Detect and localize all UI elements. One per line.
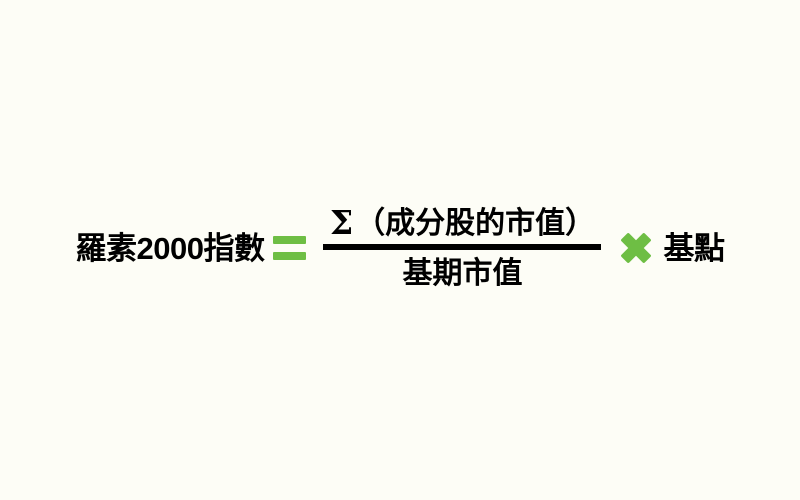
fraction-numerator: Σ （成分股的市值）	[330, 205, 595, 244]
fraction-denominator: 基期市值	[402, 257, 523, 290]
left-term-label: 羅素2000指數	[75, 230, 265, 266]
equals-sign-icon	[273, 236, 307, 260]
numerator-label: （成分股的市值）	[355, 206, 596, 240]
equals-bar-bottom	[273, 252, 307, 260]
fraction-bar	[323, 244, 602, 250]
right-term-label: 基點	[663, 230, 725, 266]
sigma-icon: Σ	[329, 202, 354, 242]
equation-row: 羅素2000指數 Σ （成分股的市值） 基期市值 基點	[76, 205, 725, 292]
fraction: Σ （成分股的市值） 基期市值	[323, 205, 602, 292]
equals-bar-top	[273, 236, 307, 244]
multiply-icon	[620, 232, 653, 264]
